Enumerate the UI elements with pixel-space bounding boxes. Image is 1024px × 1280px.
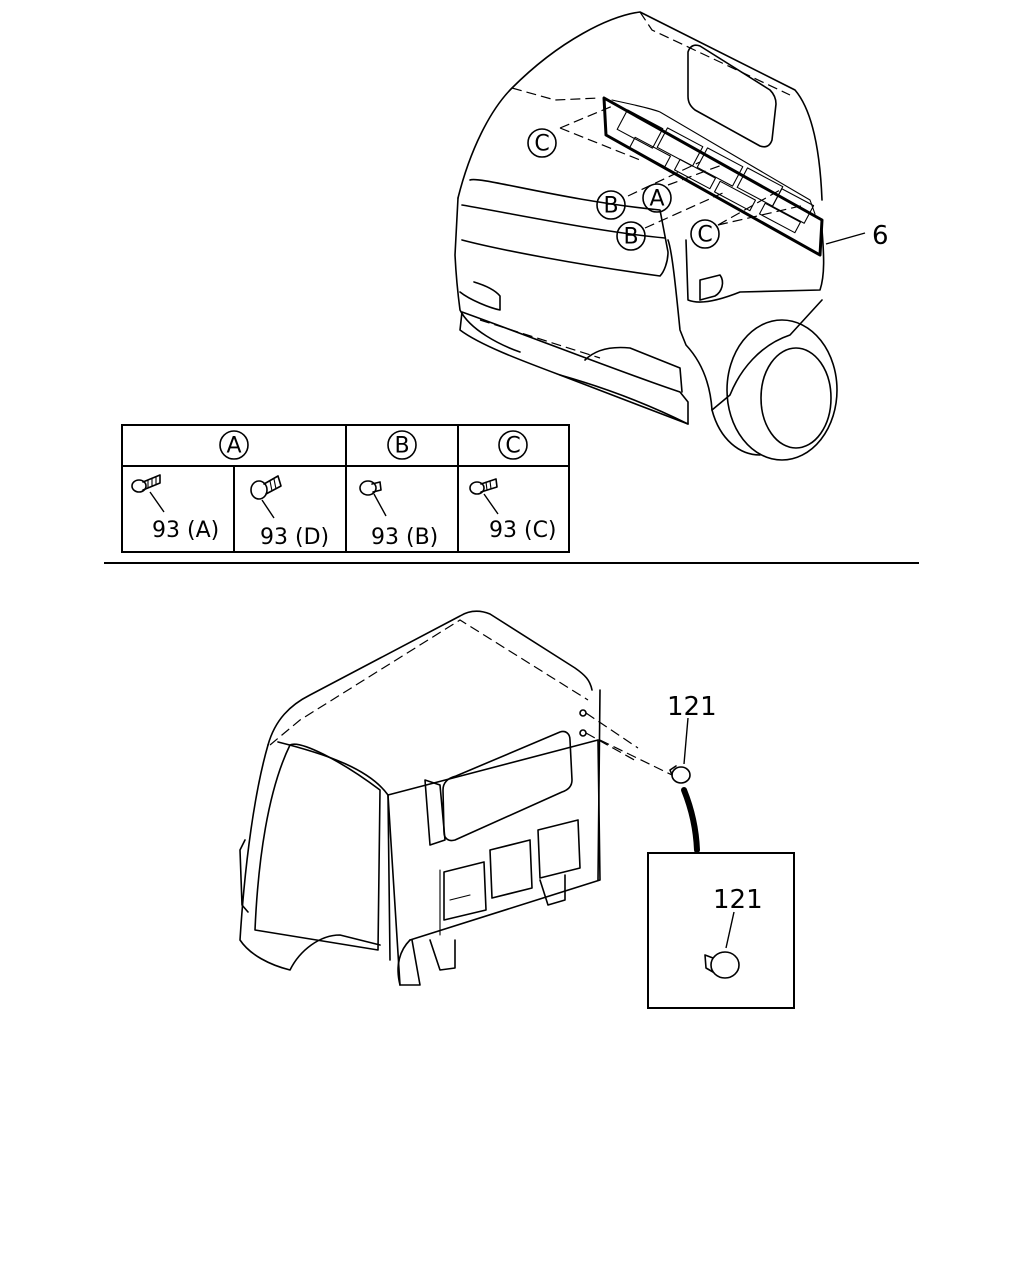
table-header-a: A — [219, 430, 249, 460]
cab-rear-view: 6 C B A B C — [454, 11, 889, 461]
part-121-label: 121 — [667, 692, 717, 722]
svg-text:B: B — [603, 194, 618, 219]
screw-93d-icon — [250, 475, 282, 500]
plug-121-icon — [669, 765, 691, 784]
table-header-c: C — [498, 430, 528, 460]
callout-a: A — [642, 183, 672, 213]
callout-b-upper: B — [596, 190, 626, 220]
callout-c-upper: C — [527, 128, 557, 158]
plug-121-detail-icon — [704, 951, 740, 979]
table-header-b: B — [387, 430, 417, 460]
detail-pointer-arrow — [681, 787, 700, 853]
detail-box — [647, 852, 795, 1009]
screw-93a-icon — [131, 474, 161, 493]
screw-93c-icon — [469, 478, 498, 495]
callout-c-lower: C — [690, 219, 720, 249]
svg-text:C: C — [505, 434, 520, 459]
panel-slots — [616, 109, 815, 234]
cab-side-view: 121 121 — [239, 610, 795, 1009]
svg-text:C: C — [534, 132, 549, 157]
part-93a-label: 93 (A) — [152, 518, 219, 543]
callout-b-lower: B — [616, 221, 646, 251]
fastener-table: A B C 93 (A) 93 (D) — [121, 424, 570, 553]
svg-text:B: B — [623, 225, 638, 250]
detail-121-label: 121 — [713, 885, 763, 915]
part-93b-label: 93 (B) — [371, 525, 438, 550]
svg-text:B: B — [394, 434, 409, 459]
part-6-label: 6 — [872, 221, 889, 251]
svg-text:C: C — [697, 223, 712, 248]
part-93c-label: 93 (C) — [489, 518, 557, 543]
svg-text:A: A — [226, 434, 241, 459]
part-93d-label: 93 (D) — [260, 525, 329, 550]
clip-93b-icon — [359, 480, 382, 496]
svg-text:A: A — [649, 187, 664, 212]
